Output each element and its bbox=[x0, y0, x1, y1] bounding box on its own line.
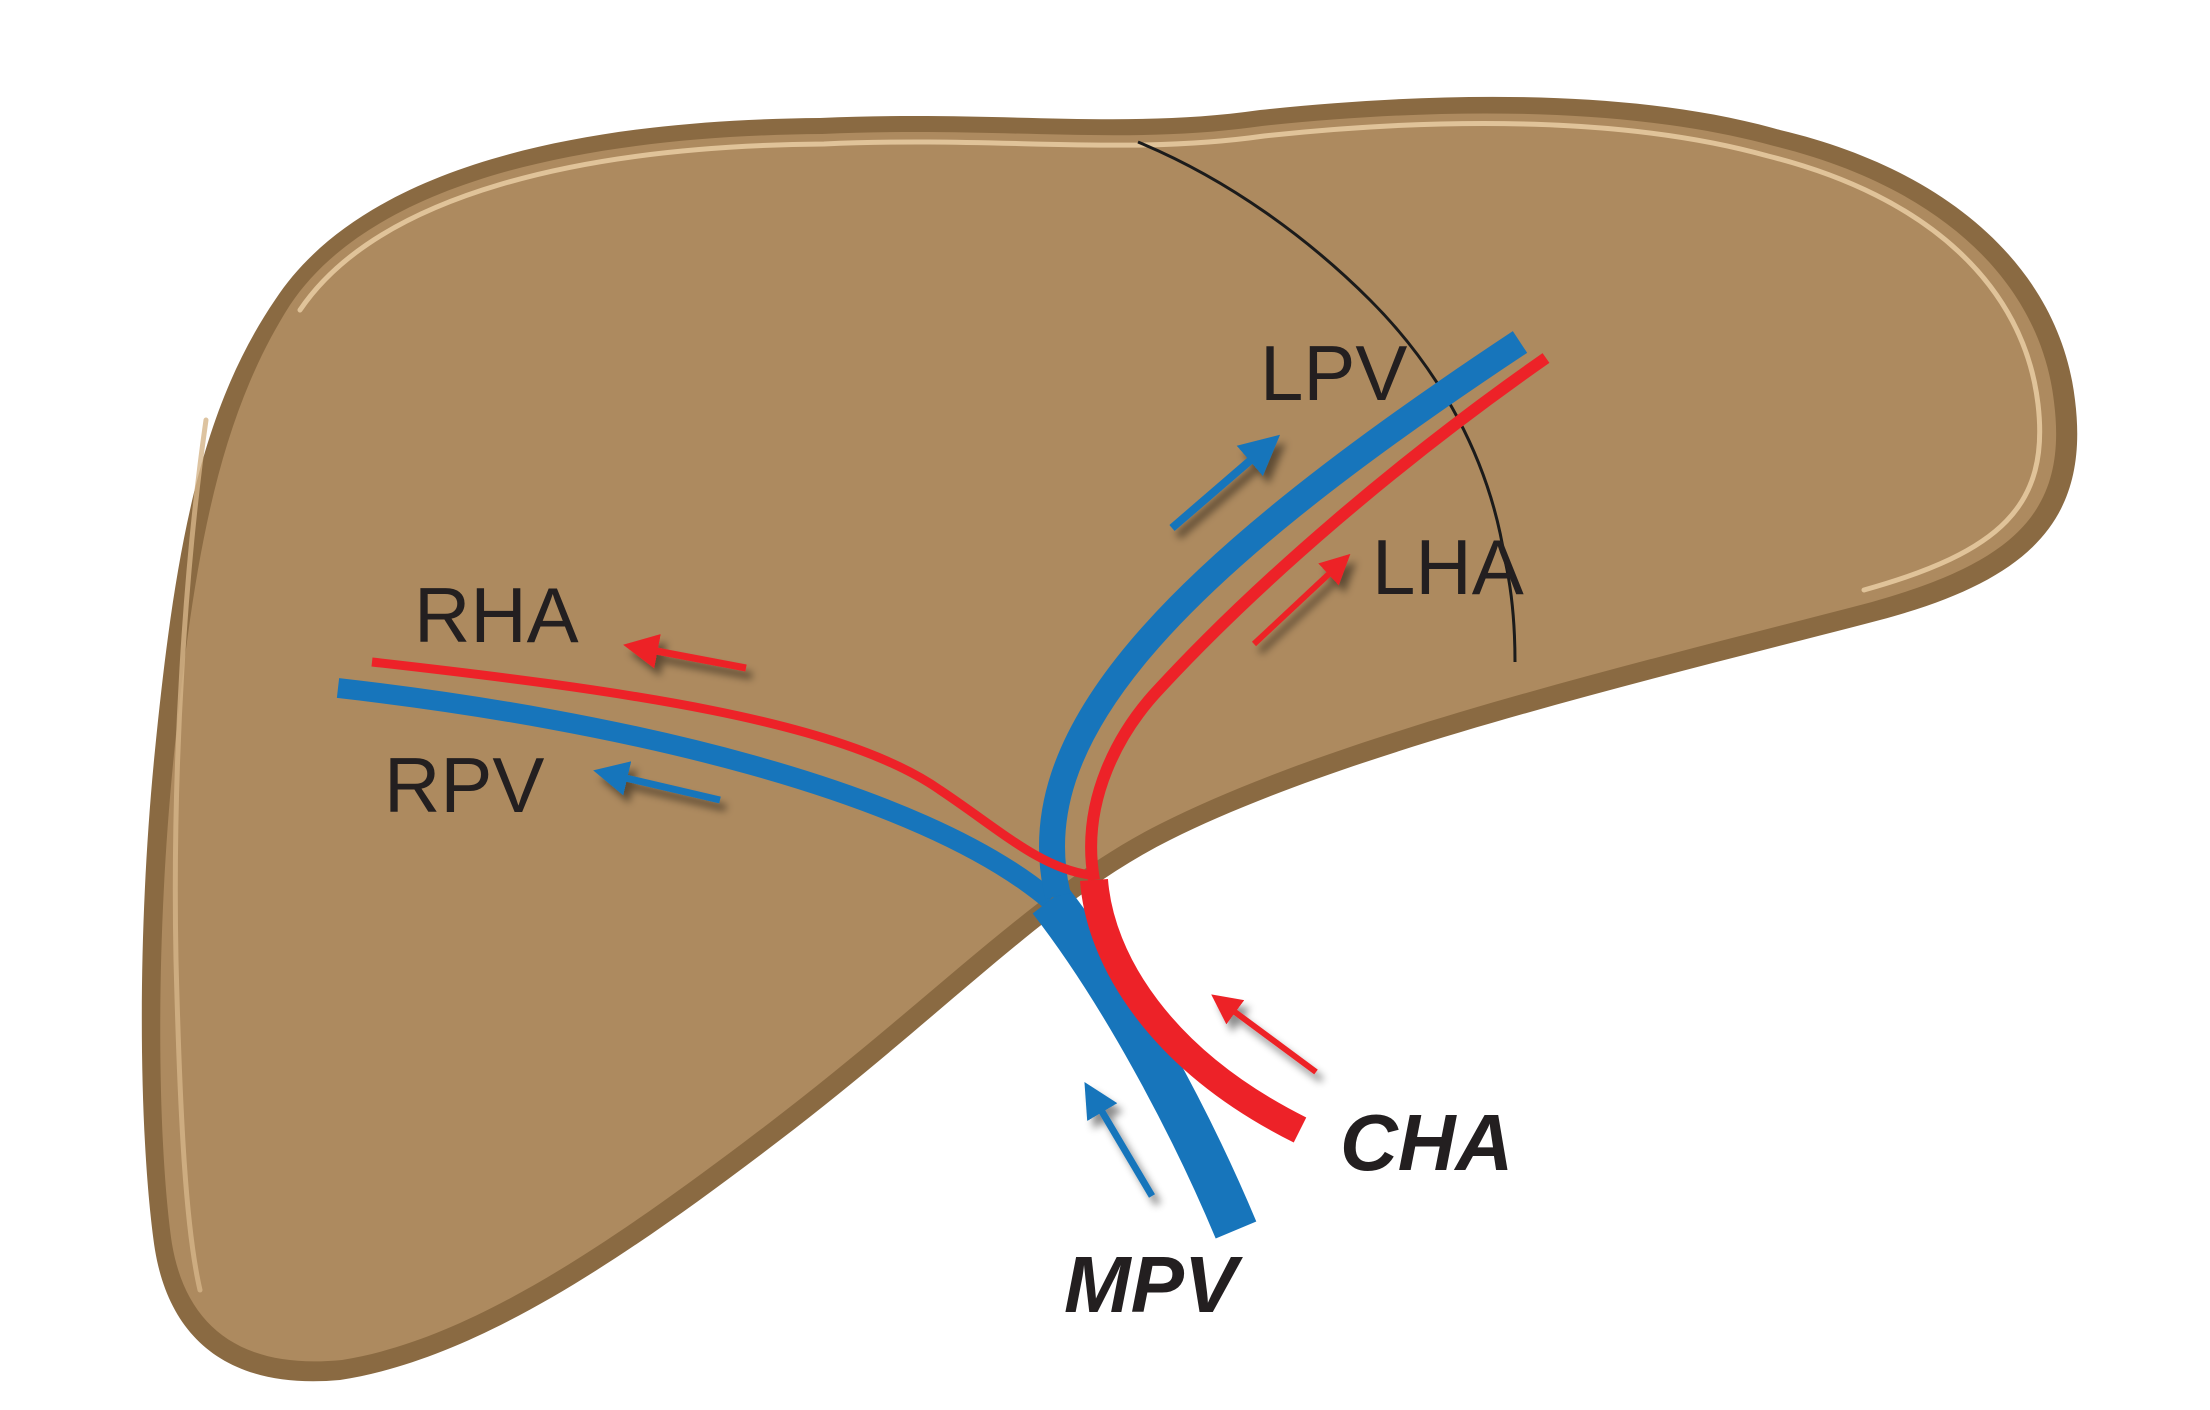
right-portal-vein bbox=[336, 678, 1057, 908]
left-hepatic-artery bbox=[1085, 353, 1550, 882]
lpv-label: LPV bbox=[1260, 329, 1407, 417]
lha-flow-arrow bbox=[1251, 553, 1351, 647]
right-hepatic-artery bbox=[371, 657, 1091, 880]
cha-flow-arrow bbox=[1211, 994, 1318, 1075]
lha-label: LHA bbox=[1372, 523, 1524, 611]
lpv-flow-arrow bbox=[1169, 434, 1281, 532]
vessel-labels: LPV LHA RHA RPV CHA MPV bbox=[384, 329, 1524, 1329]
rha-label: RHA bbox=[414, 571, 579, 659]
lobe-divider-line bbox=[1137, 140, 1517, 663]
common-hepatic-artery bbox=[1080, 878, 1307, 1143]
main-portal-vein bbox=[1032, 886, 1257, 1239]
mpv-label: MPV bbox=[1064, 1240, 1243, 1329]
liver-body bbox=[160, 113, 2057, 1362]
rha-flow-arrow bbox=[623, 634, 747, 672]
flow-arrows bbox=[593, 434, 1351, 1198]
liver-highlight bbox=[297, 120, 2043, 593]
portal-vein-system bbox=[336, 331, 1528, 1239]
mpv-flow-arrow bbox=[1084, 1081, 1156, 1198]
liver-shape bbox=[141, 96, 2078, 1382]
cha-label: CHA bbox=[1340, 1098, 1513, 1187]
hepatic-artery-system bbox=[371, 353, 1550, 1143]
left-portal-vein bbox=[1038, 331, 1528, 900]
liver-highlight-left bbox=[172, 417, 209, 1293]
rpv-flow-arrow bbox=[593, 761, 721, 804]
rpv-label: RPV bbox=[384, 741, 544, 829]
